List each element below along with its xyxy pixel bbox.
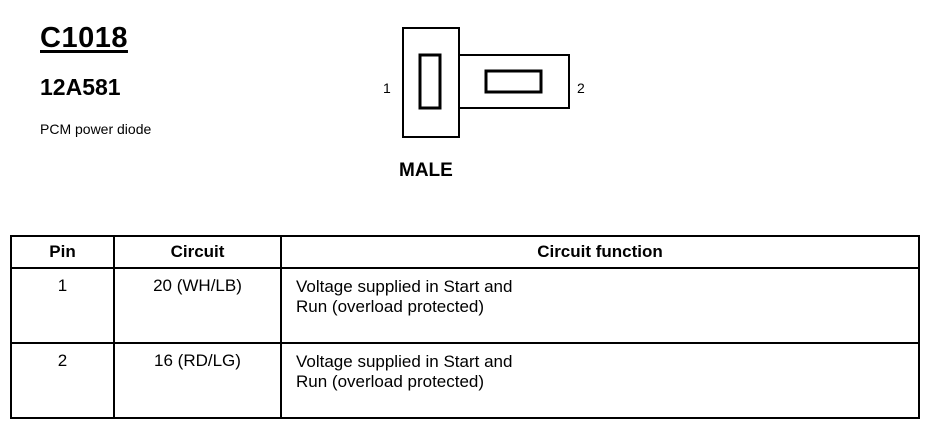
circuit-function-line: Voltage supplied in Start and [296,352,513,371]
circuit-function-line: Run (overload protected) [296,372,485,391]
connector-body-outline [402,27,460,138]
pin-2-terminal [484,69,543,94]
pin-2-label: 2 [577,80,585,96]
circuit-function-line: Run (overload protected) [296,297,485,316]
circuit-function-cell: Voltage supplied in Start and Run (overl… [280,267,920,344]
table-row: 1 20 (WH/LB) Voltage supplied in Start a… [10,267,920,344]
circuit-cell: 20 (WH/LB) [113,267,282,344]
connector-gender-label: MALE [399,160,453,181]
connector-diagram [402,27,570,138]
pin-cell: 1 [10,267,115,344]
header-circuit: Circuit [113,235,282,269]
part-number: 12A581 [40,74,121,100]
pin-1-label: 1 [383,80,391,96]
circuit-function-line: Voltage supplied in Start and [296,277,513,296]
circuit-cell: 16 (RD/LG) [113,342,282,419]
connector-tab-outline [458,54,570,109]
pin-cell: 2 [10,342,115,419]
pin-table: Pin Circuit Circuit function 1 20 (WH/LB… [10,235,920,419]
table-header-row: Pin Circuit Circuit function [10,235,920,269]
connector-id: C1018 [40,22,128,54]
header-circuit-function: Circuit function [280,235,920,269]
pin-1-terminal [418,53,442,110]
connector-description: PCM power diode [40,121,152,137]
table-row: 2 16 (RD/LG) Voltage supplied in Start a… [10,342,920,419]
circuit-function-cell: Voltage supplied in Start and Run (overl… [280,342,920,419]
header-pin: Pin [10,235,115,269]
